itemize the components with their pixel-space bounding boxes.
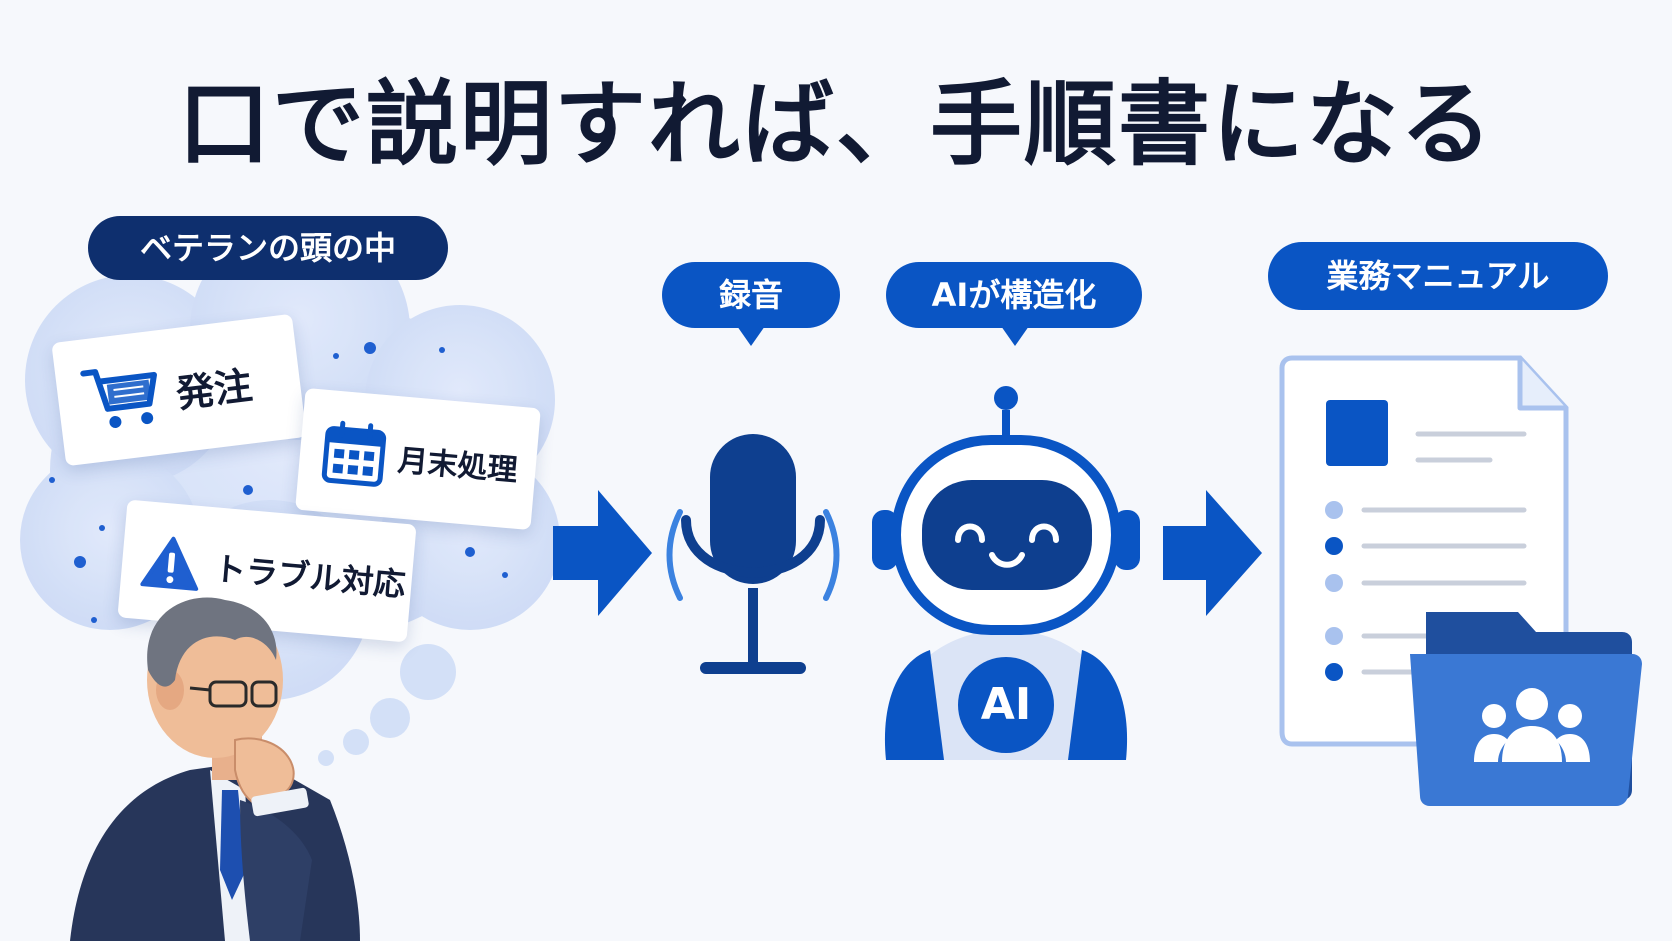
arrow-right-icon xyxy=(1163,490,1262,616)
thought-bubbles xyxy=(318,644,456,766)
cloud-dots xyxy=(49,342,508,623)
page-title: 口で説明すれば、手順書になる xyxy=(177,71,1494,178)
recording-label: 録音 xyxy=(662,262,840,328)
ai-structuring-label: AIが構造化 xyxy=(886,262,1142,328)
task-card-month-end: 月末処理 xyxy=(295,387,541,531)
robot-ai-badge: AI xyxy=(980,679,1032,730)
recording-label-tail xyxy=(737,326,765,346)
team-icon xyxy=(1474,688,1590,762)
robot-icon xyxy=(872,386,1140,760)
manual-label: 業務マニュアル xyxy=(1268,242,1608,310)
task-card-order: 発注 xyxy=(51,313,307,467)
shopping-cart-icon xyxy=(80,369,157,428)
veteran-mind-label: ベテランの頭の中 xyxy=(88,216,448,280)
calendar-icon xyxy=(321,420,387,487)
folder-icon xyxy=(1410,612,1642,806)
ai-structuring-label-tail xyxy=(1001,326,1029,346)
veteran-person xyxy=(70,597,360,941)
task-card-trouble: トラブル対応 xyxy=(117,499,417,643)
arrow-right-icon xyxy=(553,490,652,616)
warning-icon xyxy=(140,536,199,591)
microphone-icon xyxy=(666,434,840,674)
